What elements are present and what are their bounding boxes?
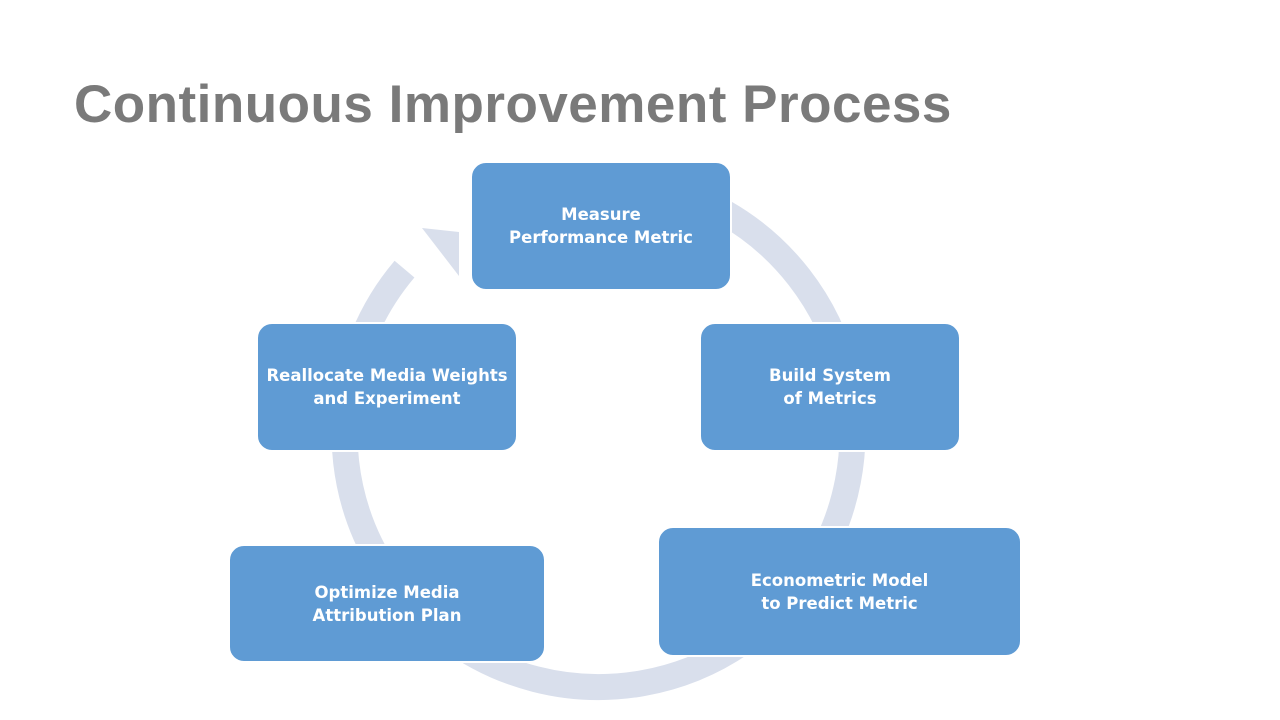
node-label-line: Reallocate Media Weights bbox=[266, 366, 508, 385]
node-label-line: to Predict Metric bbox=[761, 593, 918, 613]
node-optimize-media-attribution-plan[interactable]: Optimize Media Attribution Plan bbox=[228, 544, 546, 663]
node-econometric-model[interactable]: Econometric Model to Predict Metric bbox=[657, 526, 1022, 657]
node-build-system-of-metrics[interactable]: Build System of Metrics bbox=[699, 322, 961, 452]
node-label-line: Econometric Model bbox=[750, 570, 929, 590]
node-label-line: Attribution Plan bbox=[312, 605, 462, 625]
node-measure-performance-metric[interactable]: Measure Performance Metric bbox=[470, 161, 732, 291]
node-label-line: Build System bbox=[769, 366, 891, 385]
node-label-line: Performance Metric bbox=[509, 228, 693, 247]
cycle-arrowhead bbox=[422, 228, 459, 276]
node-label-line: Measure bbox=[561, 205, 641, 224]
node-reallocate-media-weights[interactable]: Reallocate Media Weights and Experiment bbox=[256, 322, 518, 452]
node-label-line: Optimize Media bbox=[314, 582, 460, 602]
node-label-line: and Experiment bbox=[313, 389, 461, 408]
slide-title: Continuous Improvement Process bbox=[74, 75, 952, 134]
node-label-line: of Metrics bbox=[783, 389, 877, 408]
